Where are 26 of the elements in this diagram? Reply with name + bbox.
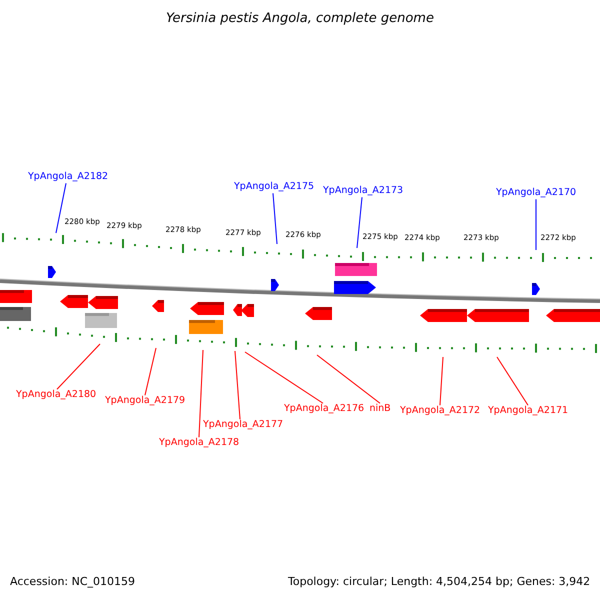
gene-label: ninB	[370, 404, 391, 414]
leader-line	[244, 352, 324, 404]
leader-line	[496, 356, 528, 406]
gene-label: YpAngola_A2170	[496, 188, 576, 198]
leader-line	[356, 196, 362, 248]
leader-line	[144, 348, 156, 396]
diagram-title: Yersinia pestis Angola, complete genome	[166, 12, 434, 24]
genome-summary-text: Topology: circular; Length: 4,504,254 bp; Genes: 3,942	[288, 576, 590, 586]
gene-label: YpAngola_A2176	[284, 404, 364, 414]
accession-text: Accession: NC_010159	[10, 576, 136, 586]
gene-label: YpAngola_A2172	[400, 406, 480, 416]
gene-label: YpAngola_A2180	[16, 390, 96, 400]
leader-line	[56, 344, 100, 390]
gene-label: YpAngola_A2178	[159, 438, 240, 448]
gene-label: YpAngola_A2175	[234, 182, 314, 192]
leader-line	[234, 350, 240, 420]
leader-line	[272, 192, 278, 244]
gene-label: YpAngola_A2171	[488, 406, 568, 416]
leader-line	[198, 350, 204, 438]
leader-line	[440, 356, 444, 406]
gene-label: YpAngola_A2173	[323, 186, 404, 196]
gene-label: YpAngola_A2177	[203, 420, 284, 430]
gene-label: YpAngola_A2179	[105, 396, 186, 406]
leader-line	[56, 182, 66, 234]
leader-line	[316, 354, 380, 404]
gene-label: YpAngola_A2182	[28, 172, 108, 182]
